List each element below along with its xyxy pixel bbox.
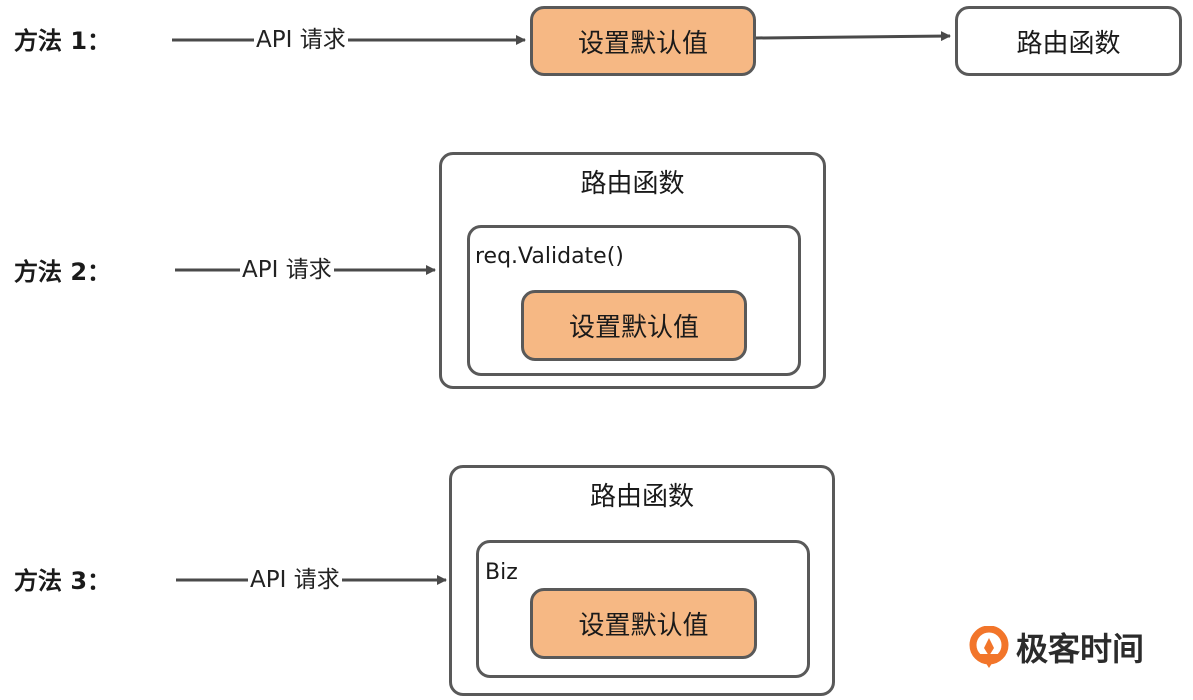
validate-label: req.Validate() (475, 244, 624, 269)
geektime-logo-icon (968, 625, 1010, 670)
set-default-label-1: 设置默认值 (577, 28, 708, 59)
route-function-title-2: 路由函数 (580, 169, 685, 199)
biz-label: Biz (485, 560, 518, 585)
method-3-label: 方法 3： (14, 567, 112, 595)
api-request-label-1: API 请求 (254, 25, 348, 55)
set-default-label-3: 设置默认值 (578, 611, 709, 641)
method-1-label: 方法 1： (14, 27, 112, 55)
set-default-label-2: 设置默认值 (568, 313, 699, 343)
set-default-box-1: 设置默认值 (530, 6, 756, 76)
watermark-text: 极客时间 (1016, 630, 1145, 668)
route-function-box-1: 路由函数 (955, 6, 1182, 76)
route-arrow-1 (755, 31, 951, 42)
route-function-label-1: 路由函数 (1016, 28, 1121, 59)
set-default-box-3: 设置默认值 (530, 588, 757, 659)
route-function-title-3: 路由函数 (589, 482, 694, 512)
api-request-label-2: API 请求 (240, 255, 334, 285)
set-default-box-2: 设置默认值 (521, 290, 747, 361)
method-2-label: 方法 2： (14, 258, 112, 286)
api-request-label-3: API 请求 (248, 565, 342, 595)
